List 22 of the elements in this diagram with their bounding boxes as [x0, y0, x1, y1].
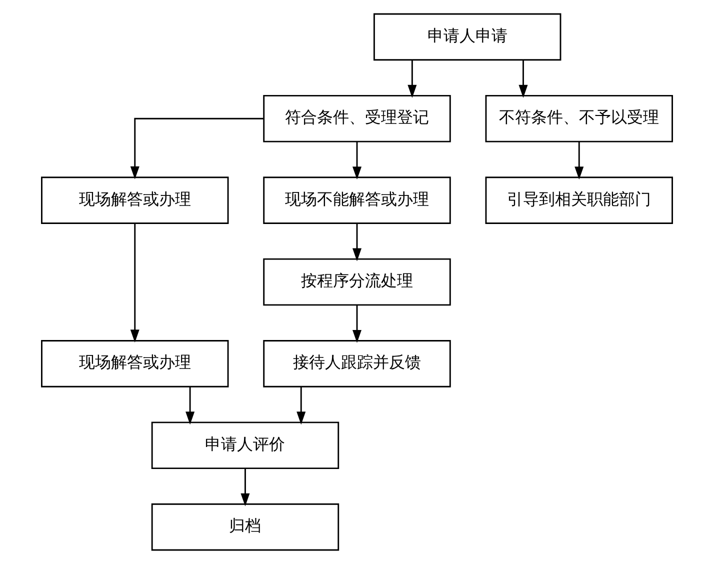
- node-box: 接待人跟踪并反馈: [263, 340, 451, 388]
- arrow: [518, 60, 528, 98]
- arrow: [130, 224, 140, 342]
- node-box: 现场解答或办理: [41, 340, 229, 388]
- arrow: [186, 386, 195, 425]
- node-box: 归档: [151, 503, 340, 551]
- node-box: 现场不能解答或办理: [263, 176, 451, 224]
- node-box: 符合条件、受理登记: [263, 94, 451, 142]
- arrow: [352, 142, 362, 180]
- arrow: [574, 142, 584, 180]
- node-box: 申请人申请: [373, 13, 562, 61]
- node-box: 按程序分流处理: [263, 258, 451, 306]
- arrow: [352, 224, 362, 262]
- arrow: [352, 305, 362, 343]
- node-box: 申请人评价: [151, 422, 340, 470]
- node-box: 引导到相关职能部门: [485, 176, 673, 224]
- node-box: 不符条件、不予以受理: [485, 94, 673, 142]
- arrow: [130, 118, 264, 180]
- arrow: [296, 386, 306, 425]
- node-box: 现场解答或办理: [41, 176, 229, 224]
- arrow: [240, 468, 250, 506]
- arrow: [408, 60, 417, 98]
